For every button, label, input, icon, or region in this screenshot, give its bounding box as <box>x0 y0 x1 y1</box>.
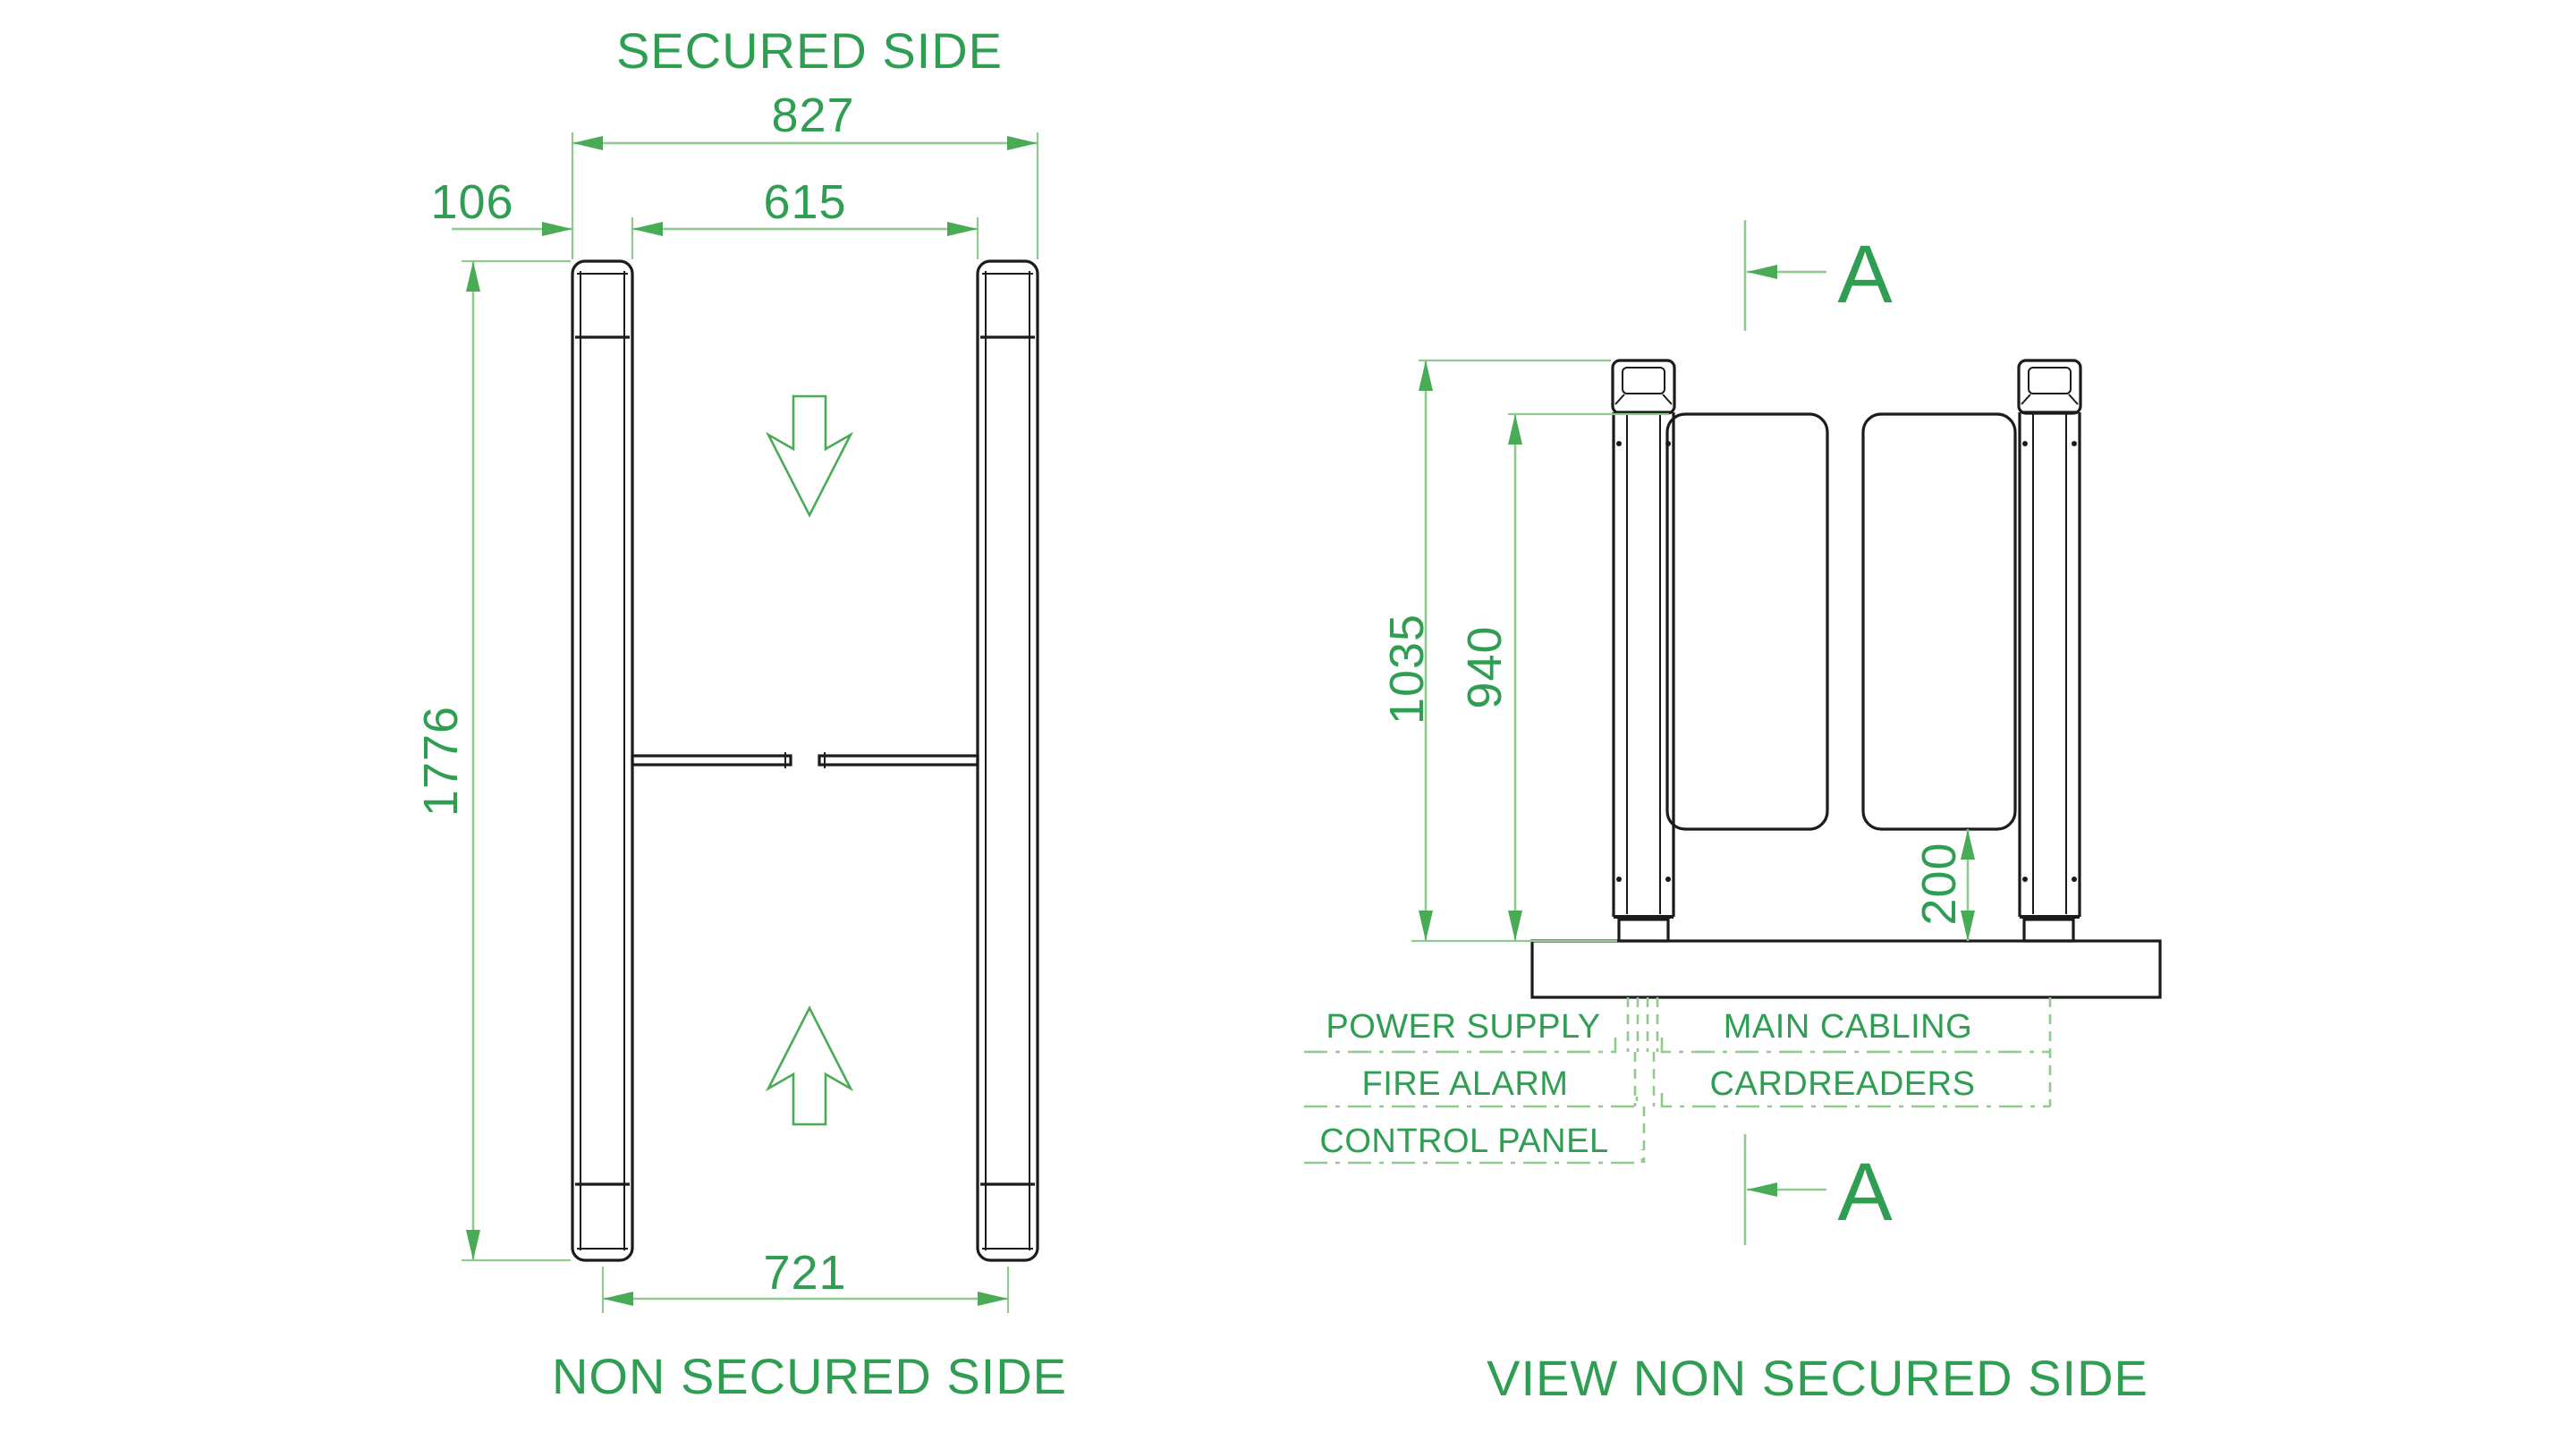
cardreaders-label: CARDREADERS <box>1710 1065 1976 1103</box>
power-supply-label: POWER SUPPLY <box>1326 1008 1600 1046</box>
dim-1776-label: 1776 <box>414 706 468 817</box>
dim-721-label: 721 <box>763 1246 846 1300</box>
section-a-label-bottom: A <box>1837 1147 1893 1238</box>
section-marker-top: A <box>1743 220 1893 331</box>
cable-routing: POWER SUPPLY MAIN CABLING FIRE ALARM CAR… <box>1304 997 2052 1165</box>
dim-cabinet-length: 1776 <box>414 259 571 1262</box>
dim-1035-label: 1035 <box>1380 614 1434 724</box>
dim-cabinet-height: 1035 <box>1380 359 1611 941</box>
exit-direction-arrow-icon <box>765 1005 854 1126</box>
plan-left-cabinet <box>571 259 634 1262</box>
non-secured-side-title: NON SECURED SIDE <box>552 1348 1067 1404</box>
dim-center-distance: 721 <box>601 1246 1010 1313</box>
glass-wing-right <box>1861 412 2017 831</box>
control-panel-label: CONTROL PANEL <box>1319 1123 1608 1160</box>
dim-615-label: 615 <box>763 175 846 229</box>
base-plate <box>1530 939 2162 999</box>
entry-direction-arrow-icon <box>765 394 854 518</box>
dim-200-label: 200 <box>1912 842 1966 925</box>
plan-view: SECURED SIDE NON SECURED SIDE <box>414 22 1067 1404</box>
dim-cabinet-and-passage: 106 615 <box>430 175 979 259</box>
section-a-label-top: A <box>1837 229 1893 320</box>
elevation-view: A <box>1304 220 2162 1406</box>
dim-827-label: 827 <box>771 89 854 142</box>
plan-right-cabinet <box>976 259 1039 1262</box>
section-marker-bottom: A <box>1743 1134 1893 1245</box>
dim-940-label: 940 <box>1458 625 1512 708</box>
view-non-secured-side-title: VIEW NON SECURED SIDE <box>1487 1350 2148 1406</box>
fire-alarm-label: FIRE ALARM <box>1362 1065 1569 1103</box>
elevation-left-post <box>1611 359 1676 943</box>
secured-side-title: SECURED SIDE <box>616 22 1003 79</box>
dim-106-label: 106 <box>430 175 513 229</box>
dim-glass-clearance: 200 <box>1912 829 1975 941</box>
dim-glass-height: 940 <box>1458 412 1669 941</box>
glass-wing-left <box>1665 412 1829 831</box>
main-cabling-label: MAIN CABLING <box>1724 1008 1972 1046</box>
plan-gate-wings <box>631 752 979 768</box>
dim-overall-width: 827 <box>571 89 1039 259</box>
elevation-right-post <box>2017 359 2082 943</box>
